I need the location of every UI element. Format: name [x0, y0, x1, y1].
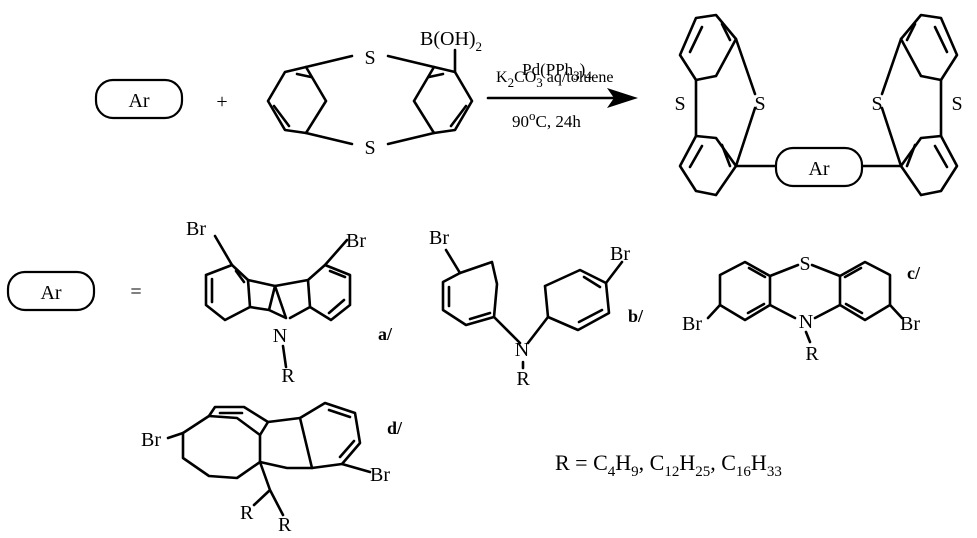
boronic-acid-group: B(OH)2 [420, 28, 482, 54]
structure-d-label: d/ [387, 418, 403, 438]
thianthrene-boronic-acid: S S B(OH)2 [266, 28, 482, 159]
catalyst-label: Pd(PPh3)4 [522, 60, 592, 83]
boronic-acid-sulfur-bottom: S [364, 137, 375, 159]
reactant-ar-box: Ar [94, 78, 184, 120]
ar-definition-label: Ar [40, 282, 61, 304]
structure-d-r-group-1: R [240, 502, 254, 524]
structure-c-label: c/ [907, 263, 921, 283]
structure-c-bromine-right: Br [900, 313, 920, 335]
product-molecule: S S S S Ar [674, 13, 963, 197]
structure-b-label: b/ [628, 306, 644, 326]
structure-a-bromine-right: Br [346, 230, 366, 252]
structure-c-sulfur: S [799, 253, 810, 275]
structure-b-r-group: R [516, 368, 530, 390]
structure-c-r-group: R [805, 343, 819, 365]
structure-b-bromine-left: Br [429, 227, 449, 249]
product-ar-label: Ar [808, 158, 829, 180]
structure-d-bromine-right: Br [370, 464, 390, 486]
structure-a-r-group: R [281, 365, 295, 387]
structure-b-nitrogen: N [515, 339, 529, 361]
product-sulfur-4: S [951, 93, 962, 115]
structure-c-nitrogen: N [799, 311, 813, 333]
structure-a-label: a/ [378, 324, 393, 344]
ar-definition-box: Ar [6, 270, 96, 312]
r-group-formula: R = C4H9, C12H25, C16H33 [555, 450, 782, 480]
structure-d-fluorene: Br Br R R d/ [141, 401, 403, 536]
structure-a-nitrogen: N [273, 325, 287, 347]
structure-d-r-group-2: R [278, 514, 292, 536]
reactant-ar-label: Ar [128, 90, 149, 112]
structure-d-bromine-left: Br [141, 429, 161, 451]
product-sulfur-3: S [871, 93, 882, 115]
structure-b-diphenylamine: Br Br N R b/ [429, 227, 644, 390]
structure-a-carbazole: Br Br N R a/ [186, 218, 393, 387]
plus-sign: + [216, 91, 227, 113]
equals-sign: = [130, 281, 141, 303]
structure-c-bromine-left: Br [682, 313, 702, 335]
product-sulfur-1: S [674, 93, 685, 115]
structure-b-bromine-right: Br [610, 243, 630, 265]
temperature-time-label: 90oC, 24h [512, 108, 581, 131]
reaction-arrow [486, 88, 638, 108]
product-sulfur-2: S [754, 93, 765, 115]
structure-c-phenothiazine: S N R Br Br c/ [682, 253, 921, 365]
base-solvent-label-text: K2CO3 aq/toluene [496, 69, 613, 90]
boronic-acid-sulfur-top: S [364, 47, 375, 69]
structure-a-bromine-left: Br [186, 218, 206, 240]
